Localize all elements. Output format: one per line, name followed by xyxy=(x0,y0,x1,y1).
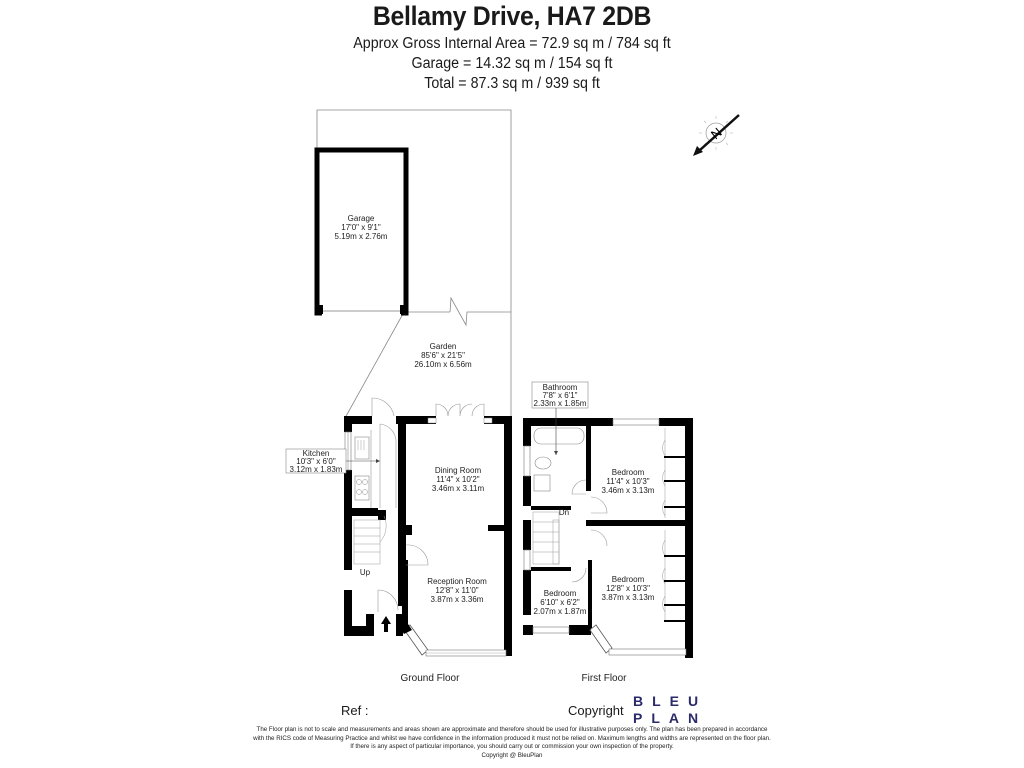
stairs-up-label: Up xyxy=(360,568,371,577)
garage: Garage 17'0" x 9'1" 5.19m x 2.76m xyxy=(314,147,409,316)
stairs-first xyxy=(532,511,560,565)
logo-line-1: BLEU xyxy=(633,693,708,709)
first-floor-label: First Floor xyxy=(582,673,628,684)
bedroom-3-imperial: 6'10" x 6'2" xyxy=(540,598,580,607)
disclaimer-line: The Floor plan is not to scale and measu… xyxy=(256,726,768,733)
garden: Garden 85'6" x 21'5" 26.10m x 6.56m xyxy=(414,342,472,369)
disclaimer: The Floor plan is not to scale and measu… xyxy=(0,726,1024,760)
garden-metric: 26.10m x 6.56m xyxy=(414,360,472,369)
garden-boundary xyxy=(316,109,512,419)
garage-imperial: 17'0" x 9'1" xyxy=(341,223,381,232)
dining-room-label: Dining Room xyxy=(435,466,482,475)
kitchen-label: Kitchen xyxy=(303,449,330,458)
page-title: Bellamy Drive, HA7 2DB xyxy=(372,1,652,31)
reception-room-imperial: 12'8" x 11'0" xyxy=(435,586,478,595)
bathroom-label: Bathroom xyxy=(543,383,578,392)
ground-floor-label: Ground Floor xyxy=(401,673,461,684)
bathroom-imperial: 7'8" x 6'1" xyxy=(543,391,578,400)
north-arrow-icon: N xyxy=(693,114,740,156)
garden-imperial: 85'6" x 21'5" xyxy=(421,351,465,360)
kitchen-imperial: 10'3" x 6'0" xyxy=(296,457,336,466)
garage-label: Garage xyxy=(348,214,375,223)
bedroom-1-metric: 3.46m x 3.13m xyxy=(602,486,655,495)
copyright-label: Copyright xyxy=(568,703,624,718)
bedroom-3-metric: 2.07m x 1.87m xyxy=(534,607,587,616)
bathroom-metric: 2.33m x 1.85m xyxy=(534,399,587,408)
garage-metric: 5.19m x 2.76m xyxy=(335,232,388,241)
entrance-arrow-icon xyxy=(381,616,391,632)
garden-label: Garden xyxy=(430,342,457,351)
dining-room-metric: 3.46m x 3.11m xyxy=(432,484,485,493)
stairs-down-label: Dn xyxy=(559,508,569,517)
bedroom-2-metric: 3.87m x 3.13m xyxy=(602,593,655,602)
disclaimer-line: with the RICS code of Measuring Practice… xyxy=(253,734,771,742)
bedroom-1-imperial: 11'4" x 10'3" xyxy=(606,477,649,486)
disclaimer-line: If there is any aspect of particular imp… xyxy=(350,743,674,751)
total-area: Total = 87.3 sq m / 939 sq ft xyxy=(424,75,600,92)
disclaimer-line: Copyright @ BleuPlan xyxy=(481,751,543,759)
garage-area: Garage = 14.32 sq m / 154 sq ft xyxy=(411,55,613,72)
ref-label: Ref : xyxy=(341,703,369,718)
stairs-ground xyxy=(353,515,387,565)
bedroom-3-label: Bedroom xyxy=(544,589,577,598)
bedroom-1-label: Bedroom xyxy=(612,468,645,477)
bleuplan-logo: BLEU PLAN xyxy=(633,693,707,727)
reception-room-label: Reception Room xyxy=(427,577,487,586)
bedroom-2-imperial: 12'8" x 10'3" xyxy=(606,584,650,593)
logo-line-2: PLAN xyxy=(633,710,708,726)
reception-room-metric: 3.87m x 3.36m xyxy=(431,595,484,604)
kitchen-metric: 3.12m x 1.83m xyxy=(290,465,343,474)
dining-room-imperial: 11'4" x 10'2" xyxy=(436,475,479,484)
bedroom-2-label: Bedroom xyxy=(612,575,645,584)
first-floor-plan: Dn Bathroom 7'8" x 6'1" 2.33m x 1.85m Be… xyxy=(523,381,693,684)
ground-floor-plan: Kitchen 10'3" x 6'0" 3.12m x 1.83m Dinin… xyxy=(285,397,512,684)
gross-internal-area: Approx Gross Internal Area = 72.9 sq m /… xyxy=(353,35,671,52)
